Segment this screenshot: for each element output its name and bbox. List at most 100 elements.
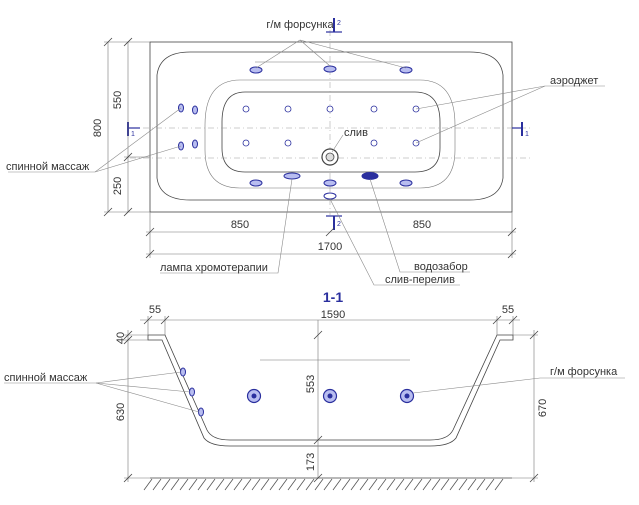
hatch-stroke bbox=[377, 478, 387, 491]
hatch-stroke bbox=[287, 478, 297, 491]
hatch-stroke bbox=[170, 478, 180, 491]
dim-length-total: 1700 bbox=[318, 241, 342, 253]
section-marker-label: 2 bbox=[337, 221, 341, 228]
tub-inner-outline bbox=[204, 79, 456, 189]
dim-upper-width: 550 bbox=[112, 91, 124, 109]
aerojet bbox=[242, 139, 250, 147]
dim-length-right: 850 bbox=[413, 219, 431, 231]
hatch-stroke bbox=[359, 478, 369, 491]
aerojet bbox=[326, 105, 334, 113]
hatch-stroke bbox=[494, 478, 504, 491]
section-marker-1-right: 1 bbox=[512, 122, 529, 138]
leader-line bbox=[369, 178, 470, 273]
section-marker-2-bottom: 2 bbox=[326, 215, 342, 230]
hydromassage-nozzle bbox=[249, 179, 263, 187]
back-massage-jet bbox=[192, 105, 198, 115]
dim-rim-height: 40 bbox=[115, 332, 127, 344]
back-massage-jet bbox=[189, 387, 195, 397]
hydromassage-nozzle bbox=[399, 66, 413, 74]
dim-rim-left: 55 bbox=[149, 304, 161, 316]
hatch-stroke bbox=[440, 478, 450, 491]
hatch-stroke bbox=[314, 478, 324, 491]
dim-lower-width: 250 bbox=[112, 177, 124, 195]
leader-line bbox=[255, 39, 301, 69]
hatch-stroke bbox=[215, 478, 225, 491]
section-marker-label: 1 bbox=[525, 131, 529, 138]
back-massage-jet bbox=[180, 367, 186, 377]
hatch-stroke bbox=[467, 478, 477, 491]
hydromassage-nozzle-core bbox=[327, 393, 333, 399]
label-water-intake: водозабор bbox=[414, 261, 468, 273]
hydromassage-nozzle bbox=[323, 65, 337, 73]
hatch-stroke bbox=[188, 478, 198, 491]
hatch-stroke bbox=[449, 478, 459, 491]
hatch-stroke bbox=[323, 478, 333, 491]
hatch-stroke bbox=[224, 478, 234, 491]
label-back-massage-section: спинной массаж bbox=[4, 372, 88, 384]
section-title: 1-1 bbox=[323, 289, 343, 305]
hatch-stroke bbox=[152, 478, 162, 491]
hatch-stroke bbox=[206, 478, 216, 491]
hatch-stroke bbox=[251, 478, 261, 491]
chromotherapy-lamp bbox=[283, 172, 301, 180]
hatch-stroke bbox=[458, 478, 468, 491]
leader-line bbox=[412, 377, 625, 394]
hatch-stroke bbox=[278, 478, 288, 491]
hatch-stroke bbox=[476, 478, 486, 491]
hatch-stroke bbox=[305, 478, 315, 491]
leader-line bbox=[95, 371, 182, 384]
label-drain: слив bbox=[344, 127, 368, 139]
hydromassage-nozzle-core bbox=[404, 393, 410, 399]
hatch-stroke bbox=[368, 478, 378, 491]
section-marker-label: 1 bbox=[131, 131, 135, 138]
label-chromotherapy-lamp: лампа хромотерапии bbox=[160, 262, 268, 274]
leader-line bbox=[94, 145, 182, 173]
back-massage-jet bbox=[198, 407, 204, 417]
dim-bottom-height: 173 bbox=[305, 453, 317, 471]
label-aerojet: аэроджет bbox=[550, 75, 598, 87]
hatch-stroke bbox=[161, 478, 171, 491]
label-gm-nozzle-section: г/м форсунка bbox=[550, 366, 618, 378]
leader-line bbox=[160, 178, 293, 274]
hatch-stroke bbox=[143, 478, 153, 491]
drain-center bbox=[325, 152, 335, 162]
drain-overflow bbox=[323, 192, 337, 200]
hatch-stroke bbox=[260, 478, 270, 491]
hatch-stroke bbox=[395, 478, 405, 491]
aerojet bbox=[284, 139, 292, 147]
section-marker-label: 2 bbox=[337, 20, 341, 27]
hydromassage-nozzle bbox=[399, 179, 413, 187]
hatch-stroke bbox=[332, 478, 342, 491]
leader-line bbox=[415, 85, 546, 110]
aerojet bbox=[242, 105, 250, 113]
leader-line bbox=[299, 39, 331, 67]
hatch-stroke bbox=[296, 478, 306, 491]
hatch-stroke bbox=[341, 478, 351, 491]
dim-total-width: 800 bbox=[92, 119, 104, 137]
hatch-stroke bbox=[431, 478, 441, 491]
back-massage-jet bbox=[192, 139, 198, 149]
label-back-massage-top: спинной массаж bbox=[6, 161, 90, 173]
hydromassage-nozzle bbox=[249, 66, 263, 74]
section-marker-2-top: 2 bbox=[326, 18, 342, 33]
leader-line bbox=[415, 85, 546, 144]
hatch-stroke bbox=[242, 478, 252, 491]
hydromassage-nozzle bbox=[323, 179, 337, 187]
leader-line bbox=[331, 134, 344, 153]
leader-line bbox=[299, 39, 407, 69]
label-gm-nozzle-top: г/м форсунка bbox=[266, 19, 334, 31]
hatch-stroke bbox=[179, 478, 189, 491]
dim-depth-left: 630 bbox=[115, 403, 127, 421]
dim-rim-right: 55 bbox=[502, 304, 514, 316]
dim-inner-length: 1590 bbox=[321, 309, 345, 321]
hatch-stroke bbox=[233, 478, 243, 491]
aerojet bbox=[370, 105, 378, 113]
dim-length-left: 850 bbox=[231, 219, 249, 231]
floor-hatching bbox=[143, 478, 504, 491]
leader-line bbox=[95, 382, 191, 393]
hatch-stroke bbox=[350, 478, 360, 491]
leader-line bbox=[95, 382, 200, 413]
tub-outer-outline bbox=[149, 41, 513, 213]
hatch-stroke bbox=[404, 478, 414, 491]
